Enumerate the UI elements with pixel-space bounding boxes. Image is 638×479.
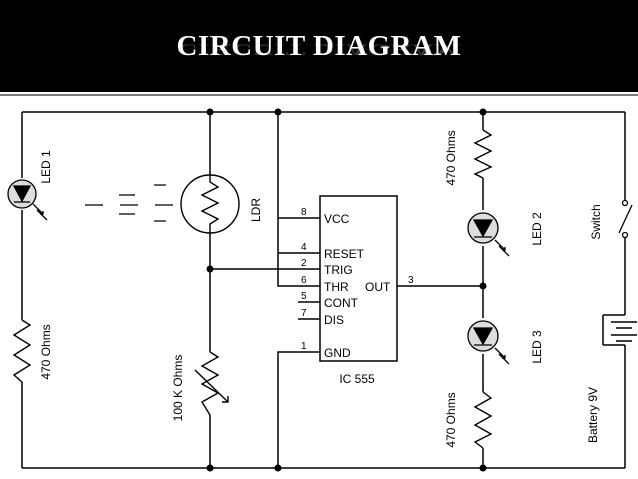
resistor-left-label: 470 Ohms bbox=[39, 324, 53, 379]
ic555-label: IC 555 bbox=[339, 372, 375, 386]
light-beam-lines bbox=[85, 184, 173, 222]
junction-dot bbox=[479, 108, 487, 116]
resistor-left bbox=[12, 319, 32, 383]
header-divider bbox=[0, 94, 638, 96]
led1-label: LED 1 bbox=[39, 150, 53, 184]
pin-reset-label: RESET bbox=[324, 247, 365, 261]
pin-vcc-label: VCC bbox=[324, 212, 350, 226]
ic555-body bbox=[319, 195, 398, 362]
pin-number-5: 5 bbox=[301, 291, 307, 302]
led1-symbol bbox=[7, 179, 48, 221]
battery-label: Battery 9V bbox=[586, 387, 600, 443]
wire-vcc bbox=[277, 112, 320, 287]
potentiometer-symbol bbox=[194, 351, 229, 416]
pin-gnd-label: GND bbox=[324, 346, 351, 360]
pin-trig-label: TRIG bbox=[324, 263, 353, 277]
pin-cont-label: CONT bbox=[324, 296, 359, 310]
pin-number-6: 6 bbox=[301, 275, 307, 286]
resistor-top-label: 470 Ohms bbox=[444, 130, 458, 185]
pin-number-1: 1 bbox=[301, 341, 307, 352]
pin-number-3: 3 bbox=[408, 275, 414, 286]
junction-dot bbox=[206, 108, 214, 116]
ldr-symbol bbox=[180, 174, 240, 234]
switch-label: Switch bbox=[589, 204, 603, 239]
junction-dot bbox=[479, 282, 487, 290]
pin-number-4: 4 bbox=[301, 242, 307, 253]
title-bar: CIRCUIT DIAGRAM CIRCUIT DIAGRAM bbox=[0, 0, 638, 92]
wire-gnd bbox=[277, 351, 320, 468]
junction-dot bbox=[479, 464, 487, 472]
potentiometer-label: 100 K Ohms bbox=[171, 355, 185, 422]
resistor-top bbox=[473, 129, 493, 179]
pin-dis-label: DIS bbox=[324, 313, 344, 327]
junction-dot bbox=[274, 108, 282, 116]
led3-symbol bbox=[467, 320, 510, 365]
wire-cont-dis bbox=[298, 301, 320, 320]
led3-label: LED 3 bbox=[530, 330, 544, 364]
led2-symbol bbox=[467, 212, 510, 257]
slide-title: CIRCUIT DIAGRAM bbox=[176, 30, 462, 62]
ldr-label: LDR bbox=[249, 198, 263, 222]
pin-number-7: 7 bbox=[301, 308, 307, 319]
junction-dot bbox=[274, 464, 282, 472]
pin-thr-label: THR bbox=[324, 280, 349, 294]
switch-symbol bbox=[618, 199, 633, 239]
resistor-bottom-label: 470 Ohms bbox=[444, 392, 458, 447]
pin-out-label: OUT bbox=[365, 280, 391, 294]
pin-number-2: 2 bbox=[301, 258, 307, 269]
battery-symbol bbox=[602, 314, 637, 346]
junction-dot bbox=[206, 265, 214, 273]
led2-label: LED 2 bbox=[530, 212, 544, 246]
resistor-bottom bbox=[473, 391, 493, 449]
pin-number-8: 8 bbox=[301, 207, 307, 218]
junction-dot bbox=[206, 464, 214, 472]
